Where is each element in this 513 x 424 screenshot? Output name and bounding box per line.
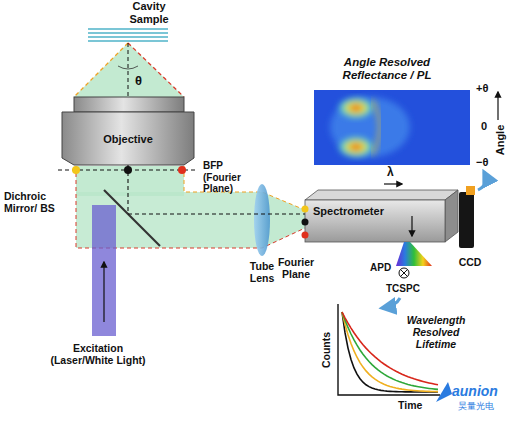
wavelength-axis-arrow — [384, 183, 402, 184]
angle-resolved-map — [314, 90, 470, 165]
box-title: Objective — [103, 133, 153, 145]
spectrometer-top — [305, 190, 458, 200]
light-cone — [74, 43, 184, 97]
tcspc-arrow — [382, 298, 400, 308]
bfp-dot — [72, 166, 80, 174]
axis-title: Time — [398, 399, 422, 411]
fourier-dot — [302, 206, 309, 213]
axis-title: Counts — [320, 332, 332, 368]
dichroic-mirror — [104, 190, 160, 246]
angle-axis-arrow — [497, 92, 498, 120]
ccd-label: CCD — [452, 256, 488, 268]
apd-detector — [401, 270, 408, 277]
mirror-label: Dichroic Mirror/ BS — [4, 190, 56, 214]
angle-arc — [118, 66, 138, 69]
dispersed-light — [396, 242, 432, 266]
objective-body — [62, 112, 194, 165]
excitation-beam — [92, 205, 116, 336]
axis-title: λ — [387, 166, 394, 180]
tube-lens — [254, 184, 270, 256]
beam-edge — [184, 166, 305, 210]
spectrometer-side — [445, 190, 458, 242]
box-title: Spectrometer — [313, 205, 384, 217]
angle-symbol: θ — [135, 74, 142, 89]
bfp-dot — [178, 166, 186, 174]
plot-title: Wavelength Resolved Lifetime — [394, 314, 478, 350]
ccd-camera — [459, 192, 474, 248]
cone-ray — [128, 43, 184, 97]
map-title: Angle Resolved Reflectance / PL — [322, 56, 452, 82]
fourier-dot — [302, 232, 309, 239]
objective-box: Objective — [62, 112, 194, 165]
axis-title: Angle — [494, 125, 507, 156]
bfp-label: BFP (Fourier Plane) — [203, 160, 259, 195]
axis-line — [128, 43, 129, 97]
spectrometer-box: Spectrometer — [305, 200, 445, 242]
sample-label: Cavity Sample — [122, 0, 176, 25]
spectrometer-box — [305, 200, 445, 242]
watermark: aunion — [452, 383, 498, 399]
cavity-sample — [88, 29, 168, 41]
ccd-arrow — [478, 172, 486, 190]
axis-tick: 0 — [481, 120, 487, 133]
collected-beam — [76, 166, 184, 196]
watermark: 昊量光电 — [458, 401, 494, 411]
apd-label: APD — [370, 262, 391, 274]
grating-arrow — [411, 216, 412, 236]
watermark-logo — [436, 382, 452, 402]
apd-detector — [399, 268, 409, 278]
objective-cap — [74, 97, 184, 112]
excitation-label: Excitation (Laser/White Light) — [42, 342, 154, 366]
ccd-mount — [466, 186, 475, 195]
axis-tick: −θ — [476, 156, 488, 169]
fourier-dot — [302, 219, 309, 226]
axis-tick: +θ — [476, 82, 488, 95]
fourier-plane-label: Fourier Plane — [270, 256, 322, 280]
cone-ray — [74, 43, 128, 97]
tcspc-label: TCSPC — [386, 283, 420, 295]
excitation-arrow — [103, 262, 104, 322]
